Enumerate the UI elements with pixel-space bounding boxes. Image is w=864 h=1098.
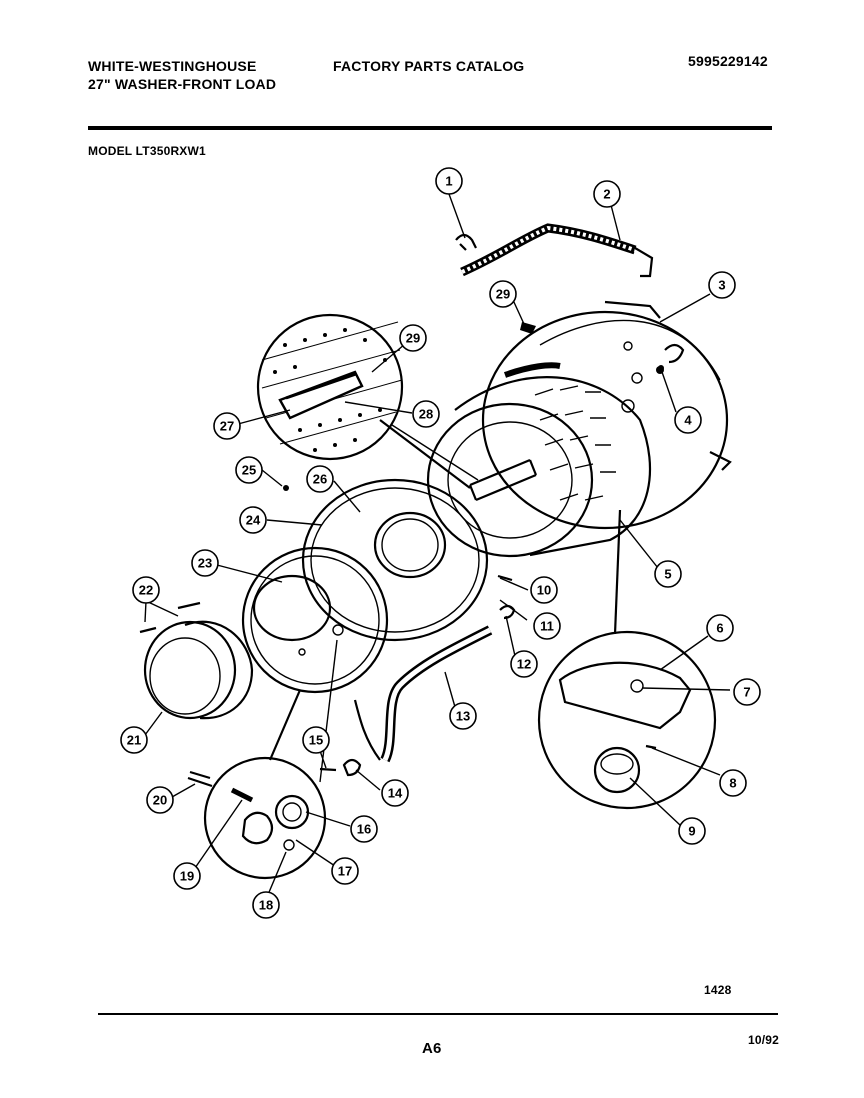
svg-text:24: 24: [246, 513, 261, 528]
callout-4: 4: [674, 406, 702, 434]
svg-text:5: 5: [664, 567, 671, 582]
svg-text:26: 26: [313, 472, 327, 487]
svg-text:19: 19: [180, 869, 194, 884]
screw-15: [319, 767, 337, 772]
callout-5: 5: [654, 560, 682, 588]
svg-text:17: 17: [338, 864, 352, 879]
door-boot: [143, 620, 254, 720]
product-title: 27" WASHER-FRONT LOAD: [88, 76, 277, 92]
page-number: A6: [422, 1040, 442, 1057]
screws-22: [139, 600, 201, 634]
callout-22: 22: [132, 576, 160, 604]
header-rule: [88, 126, 772, 130]
svg-text:6: 6: [716, 621, 723, 636]
svg-text:8: 8: [729, 776, 736, 791]
callout-1: 1: [435, 167, 463, 195]
svg-text:13: 13: [456, 709, 470, 724]
drain-hose: [353, 625, 493, 763]
callout-12: 12: [510, 650, 538, 678]
callout-29-detail: 29: [399, 324, 427, 352]
svg-text:14: 14: [388, 786, 403, 801]
svg-text:29: 29: [406, 331, 420, 346]
callout-27: 27: [213, 412, 241, 440]
callout-24: 24: [239, 506, 267, 534]
svg-text:10: 10: [537, 583, 551, 598]
model-number: MODEL LT350RXW1: [88, 144, 206, 158]
callout-19: 19: [173, 862, 201, 890]
nut-29: [520, 322, 536, 334]
filter-detail-view: [537, 509, 717, 810]
catalog-title: FACTORY PARTS CATALOG: [333, 58, 525, 74]
callout-8: 8: [719, 769, 747, 797]
svg-text:11: 11: [540, 619, 554, 634]
callout-14: 14: [381, 779, 409, 807]
callout-10: 10: [530, 576, 558, 604]
callout-28: 28: [412, 400, 440, 428]
callout-23: 23: [191, 549, 219, 577]
figure-number: 1428: [704, 983, 732, 997]
svg-text:28: 28: [419, 407, 433, 422]
hose-part: [448, 193, 654, 278]
baffle-detail-view: [256, 313, 479, 489]
svg-text:15: 15: [309, 733, 323, 748]
svg-text:2: 2: [603, 187, 610, 202]
callout-21: 21: [120, 726, 148, 754]
svg-text:27: 27: [220, 419, 234, 434]
svg-text:29: 29: [496, 287, 510, 302]
callout-17: 17: [331, 857, 359, 885]
svg-text:25: 25: [242, 463, 256, 478]
callout-9: 9: [678, 817, 706, 845]
screw-8: [645, 744, 657, 750]
callout-13: 13: [449, 702, 477, 730]
callout-6: 6: [706, 614, 734, 642]
svg-text:4: 4: [684, 413, 692, 428]
svg-text:23: 23: [198, 556, 212, 571]
part-number: 5995229142: [688, 53, 768, 69]
screw-25: [283, 485, 289, 491]
front-panel: [241, 546, 389, 694]
pump-detail-view: [187, 639, 338, 880]
callout-20: 20: [146, 786, 174, 814]
svg-text:12: 12: [517, 657, 531, 672]
callout-25: 25: [235, 456, 263, 484]
svg-text:7: 7: [743, 685, 750, 700]
outer-tub: [481, 300, 732, 530]
footer-rule: [98, 1013, 778, 1015]
svg-text:21: 21: [127, 733, 141, 748]
callout-11: 11: [533, 612, 561, 640]
svg-text:18: 18: [259, 898, 273, 913]
callout-15: 15: [302, 726, 330, 754]
svg-text:9: 9: [688, 824, 695, 839]
svg-text:20: 20: [153, 793, 167, 808]
door-gasket-rings: [301, 478, 489, 642]
svg-text:3: 3: [718, 278, 725, 293]
clip-12: [499, 604, 516, 620]
callout-26: 26: [306, 465, 334, 493]
inner-drum: [426, 362, 652, 558]
callout-29: 29: [489, 280, 517, 308]
callout-3: 3: [708, 271, 736, 299]
callout-16: 16: [350, 815, 378, 843]
clamp-part: [455, 233, 477, 251]
svg-text:1: 1: [445, 174, 452, 189]
svg-text:16: 16: [357, 822, 371, 837]
revision-date: 10/92: [748, 1033, 780, 1047]
brand-title: WHITE-WESTINGHOUSE: [88, 58, 257, 74]
clamp-14: [342, 758, 362, 777]
leader-lines: [144, 204, 731, 898]
callout-18: 18: [252, 891, 280, 919]
svg-text:22: 22: [139, 583, 153, 598]
callout-7: 7: [733, 678, 761, 706]
screw-10: [497, 574, 513, 582]
callout-2: 2: [593, 180, 621, 208]
